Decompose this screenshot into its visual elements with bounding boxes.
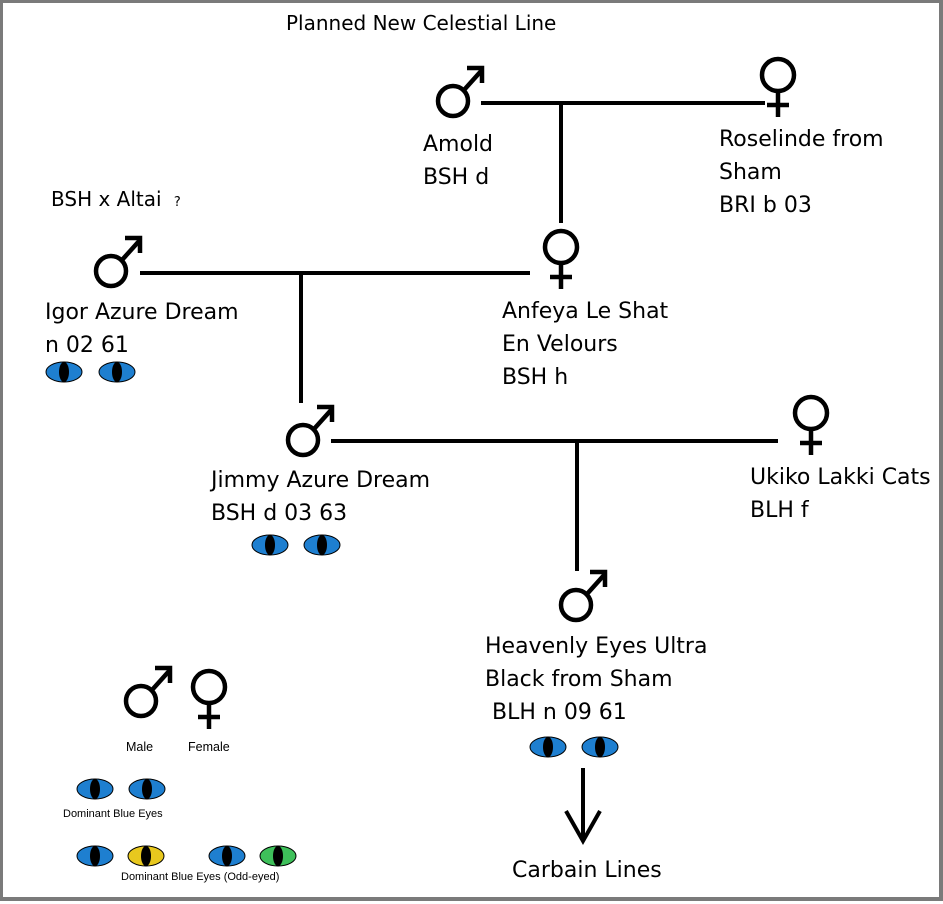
female-symbol-icon <box>759 56 797 117</box>
female-symbol-icon <box>542 228 580 289</box>
male-symbol-icon <box>123 665 173 719</box>
blue-eye-icon <box>76 845 114 867</box>
blue-eye-icon <box>45 361 83 383</box>
cross-note: BSH x Altai ? <box>51 187 181 211</box>
arrow-head-icon <box>564 810 602 846</box>
male-symbol-icon <box>93 235 143 289</box>
green-eye-icon <box>259 845 297 867</box>
male-symbol-icon <box>285 404 335 458</box>
blue-eye-icon <box>76 778 114 800</box>
amold-breed: BSH d <box>423 165 490 190</box>
jimmy-breed: BSH d 03 63 <box>211 501 348 526</box>
blue-eye-icon <box>128 778 166 800</box>
roselinde-name-line1: Roselinde from <box>719 127 884 152</box>
anfeya-name-line1: Anfeya Le Shat <box>502 299 669 324</box>
diagram-title: Planned New Celestial Line <box>286 11 557 35</box>
blue-eye-icon <box>581 736 619 758</box>
blue-eye-icon <box>208 845 246 867</box>
blue-eye-icon <box>251 534 289 556</box>
descendant-label: Carbain Lines <box>512 858 662 883</box>
pedigree-lines <box>140 101 778 846</box>
amold-name: Amold <box>423 132 494 157</box>
female-symbol-icon <box>190 668 228 729</box>
male-symbol-icon <box>435 65 485 119</box>
legend-male-label: Male <box>126 740 154 754</box>
legend-odd-eyed-label: Dominant Blue Eyes (Odd-eyed) <box>121 871 280 883</box>
blue-eye-icon <box>303 534 341 556</box>
anfeya-name-line2: En Velours <box>502 332 618 357</box>
heavenly-breed: BLH n 09 61 <box>492 700 627 725</box>
ukiko-breed: BLH f <box>750 498 809 523</box>
igor-name: Igor Azure Dream <box>45 300 239 325</box>
blue-eye-icon <box>529 736 567 758</box>
yellow-eye-icon <box>127 845 165 867</box>
female-symbol-icon <box>792 394 830 455</box>
roselinde-name-line2: Sham <box>719 160 782 185</box>
roselinde-breed: BRI b 03 <box>719 193 812 218</box>
heavenly-name-line2: Black from Sham <box>485 667 673 692</box>
cross-note-mark: ? <box>173 195 181 210</box>
igor-breed: n 02 61 <box>45 333 129 358</box>
legend-female-label: Female <box>188 740 230 754</box>
jimmy-name: Jimmy Azure Dream <box>211 468 431 493</box>
ukiko-name: Ukiko Lakki Cats <box>750 465 931 490</box>
heavenly-name-line1: Heavenly Eyes Ultra <box>485 634 708 659</box>
anfeya-breed: BSH h <box>502 365 569 390</box>
legend-dominant-blue-label: Dominant Blue Eyes <box>63 808 163 820</box>
blue-eye-icon <box>98 361 136 383</box>
cross-note-text: BSH x Altai <box>51 187 162 211</box>
male-symbol-icon <box>558 569 608 623</box>
